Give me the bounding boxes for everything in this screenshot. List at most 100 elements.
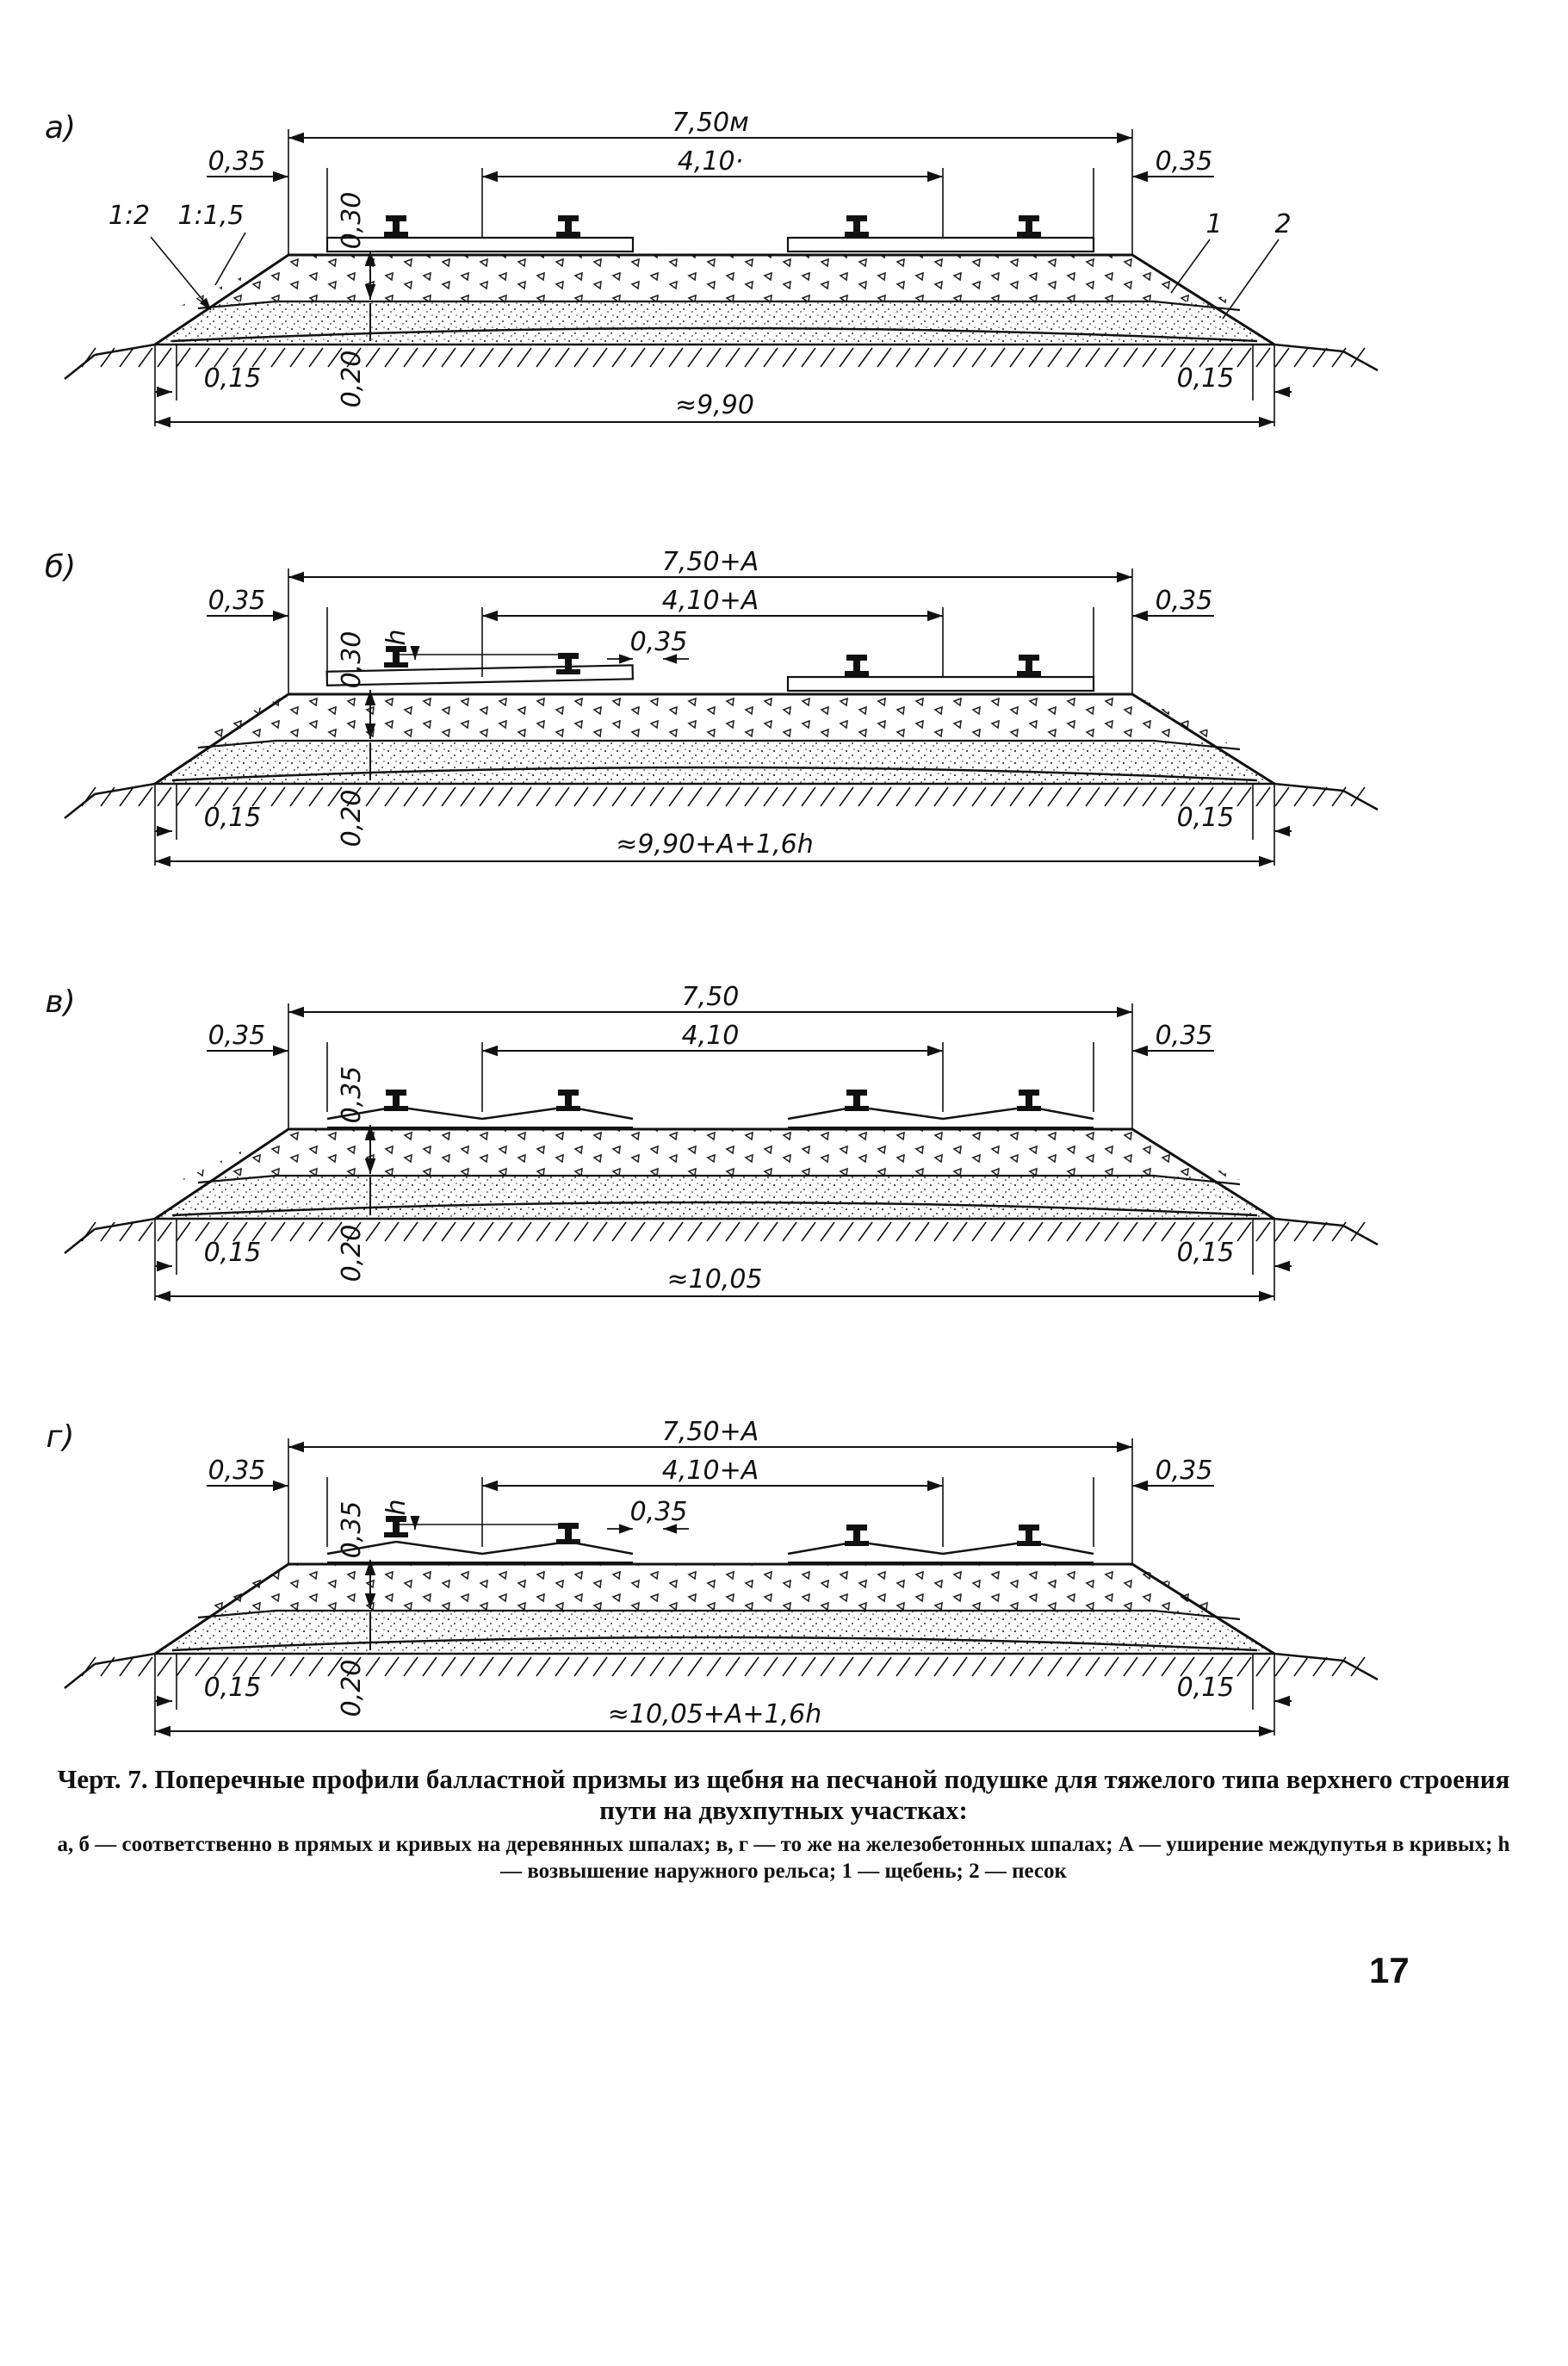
ground-hatch <box>1312 786 1328 807</box>
ground-hatch <box>1028 347 1044 368</box>
ground-hatch <box>100 1221 115 1242</box>
ground-hatch <box>479 786 494 807</box>
rail-icon <box>556 653 580 674</box>
rail-4 <box>1017 655 1041 676</box>
sand-depth-label: 0,20 <box>337 1660 367 1717</box>
ground-hatch <box>1047 347 1063 368</box>
ground-hatch <box>1331 786 1347 807</box>
rail-icon <box>1017 1525 1041 1546</box>
ground-hatch <box>801 786 816 807</box>
ground-hatch <box>1161 347 1176 368</box>
subgrade-top <box>171 1201 1258 1217</box>
shoulder-right-label: 0,35 <box>1156 586 1213 616</box>
ground-hatch <box>479 1656 494 1677</box>
ground-hatch <box>1274 1221 1290 1242</box>
ground-right <box>1274 1217 1344 1227</box>
top-width-label: 7,50 <box>682 982 740 1012</box>
ground-hatch <box>498 786 513 807</box>
ground-hatch <box>630 347 646 368</box>
ground-hatch <box>1236 1656 1252 1677</box>
ground-hatch <box>498 347 513 368</box>
ground-hatch <box>1236 347 1252 368</box>
ground-hatch <box>971 786 987 807</box>
ground-hatch <box>592 1221 608 1242</box>
ground-hatch <box>858 347 873 368</box>
ground-hatch <box>1085 1656 1100 1677</box>
ground-hatch <box>251 1221 267 1242</box>
ground-hatch <box>971 1221 987 1242</box>
ground-hatch <box>1047 786 1063 807</box>
ground-hatch <box>1104 1221 1119 1242</box>
rail-icon <box>556 215 580 237</box>
ground-hatch <box>933 1221 949 1242</box>
ground-hatch <box>782 786 797 807</box>
ground-hatch <box>138 1656 153 1677</box>
ground-hatch <box>195 347 210 368</box>
ground-hatch <box>422 786 437 807</box>
ground-hatch <box>1104 347 1119 368</box>
ground-hatch <box>1218 1656 1233 1677</box>
prism-outline <box>154 692 1275 786</box>
ground-hatch <box>592 786 608 807</box>
ground-hatch <box>1104 1656 1119 1677</box>
ground-hatch <box>327 1221 343 1242</box>
ground-hatch <box>1350 1221 1366 1242</box>
ground-hatch <box>573 786 589 807</box>
ground-hatch <box>214 1656 229 1677</box>
ground-hatch <box>668 1221 684 1242</box>
ground-hatch <box>81 786 96 807</box>
leader-slope-inner <box>214 232 246 286</box>
ground-slope-right <box>1342 1224 1379 1246</box>
shoulder-right-label: 0,35 <box>1156 1456 1213 1486</box>
ground-hatch <box>536 1221 551 1242</box>
ground-hatch <box>649 786 665 807</box>
ground-hatch <box>214 1221 229 1242</box>
ground-hatch <box>270 1656 286 1677</box>
ground-hatch <box>460 1656 475 1677</box>
track-spacing-label: 4,10· <box>678 146 743 177</box>
ground-hatch <box>214 347 229 368</box>
ground-hatch <box>1255 786 1271 807</box>
ground-hatch <box>914 1221 930 1242</box>
ground-hatch <box>820 1221 835 1242</box>
ground-hatch <box>232 1656 248 1677</box>
ground-hatch <box>725 786 741 807</box>
ground-hatch <box>1199 786 1214 807</box>
ground-hatch <box>1028 786 1044 807</box>
shoulder-left-label: 0,35 <box>208 586 266 616</box>
ground-right <box>1274 1652 1344 1662</box>
ground-hatch <box>896 347 911 368</box>
ground-hatch <box>1085 347 1100 368</box>
ground-hatch <box>555 347 570 368</box>
ground-hatch <box>1161 1221 1176 1242</box>
ground-hatch <box>517 1221 532 1242</box>
berm-right-label: 0,15 <box>1177 1238 1235 1268</box>
ground-left <box>94 343 156 357</box>
ground-hatch <box>725 1656 741 1677</box>
ground-hatch <box>933 1656 949 1677</box>
track-spacing-label: 4,10+А <box>662 586 759 616</box>
ground-hatch <box>763 347 778 368</box>
superelevation-label: h <box>381 1499 412 1515</box>
ground-hatch <box>877 1221 892 1242</box>
gravel-layer <box>181 1564 1240 1615</box>
shoulder-left-label: 0,35 <box>208 1021 266 1051</box>
ground-hatch <box>289 1221 305 1242</box>
ground-hatch <box>100 1656 115 1677</box>
ground-hatch <box>1047 1221 1063 1242</box>
ground-hatch <box>763 786 778 807</box>
ground-hatch <box>195 1656 210 1677</box>
ground-hatch <box>176 347 191 368</box>
ground-hatch <box>403 347 418 368</box>
ground-hatch <box>176 1221 191 1242</box>
rail-icon <box>1017 655 1041 676</box>
ground-hatch <box>839 1656 854 1677</box>
ground-hatch <box>782 347 797 368</box>
shoulder-left-label: 0,35 <box>208 146 266 177</box>
sand-layer <box>155 1611 1274 1654</box>
ground-hatch <box>251 347 267 368</box>
ground-hatch <box>820 1656 835 1677</box>
rail-icon <box>384 215 408 237</box>
